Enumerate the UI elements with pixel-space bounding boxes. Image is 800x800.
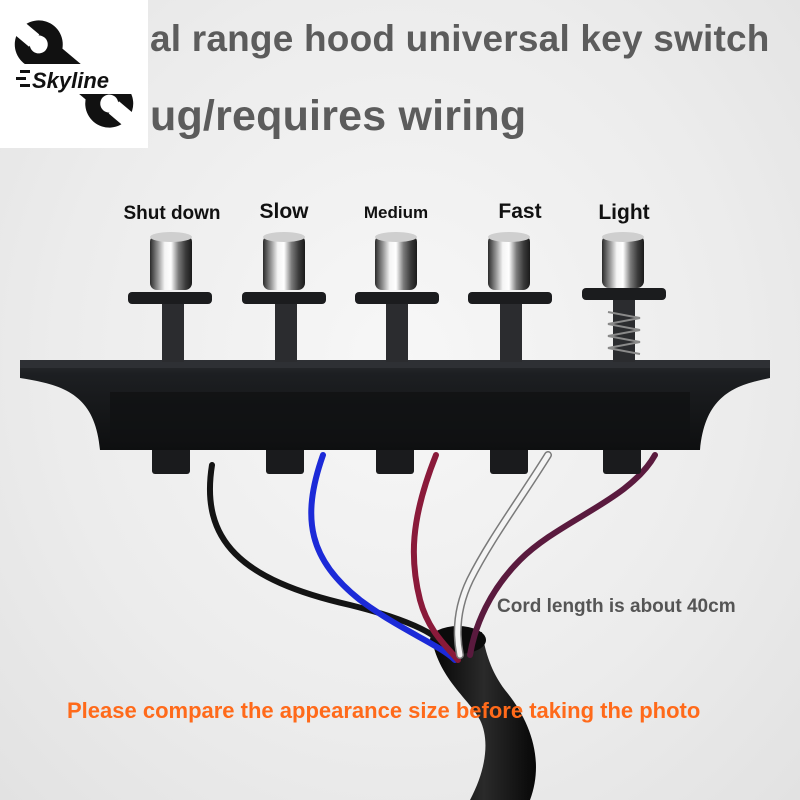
- label-slow: Slow: [259, 200, 309, 223]
- cord-length-note: Cord length is about 40cm: [497, 596, 736, 617]
- logo-text: Skyline: [32, 68, 109, 93]
- skyline-logo: Skyline: [0, 0, 148, 148]
- headline-line-1: al range hood universal key switch: [150, 18, 770, 59]
- compare-warning: Please compare the appearance size befor…: [67, 698, 701, 723]
- headline-line-2: ug/requires wiring: [150, 92, 527, 140]
- button-shut-down[interactable]: [128, 232, 212, 362]
- label-shut-down: Shut down: [123, 203, 221, 224]
- wire-white-outline: [453, 451, 552, 659]
- wire-white: [455, 452, 551, 658]
- button-fast[interactable]: [468, 232, 552, 362]
- wrench-icon: Skyline: [13, 20, 138, 128]
- label-light: Light: [598, 201, 650, 224]
- spring-icon: [607, 311, 641, 355]
- button-light[interactable]: [582, 232, 666, 362]
- wire-purple: [467, 452, 658, 658]
- button-medium[interactable]: [355, 232, 439, 362]
- wires: [206, 451, 658, 663]
- switch-panel: [20, 360, 770, 450]
- wire-blue: [308, 452, 458, 663]
- button-slow[interactable]: [242, 232, 326, 362]
- wire-black: [206, 462, 451, 653]
- label-fast: Fast: [498, 200, 542, 223]
- label-medium: Medium: [363, 203, 429, 222]
- wire-red: [410, 452, 461, 663]
